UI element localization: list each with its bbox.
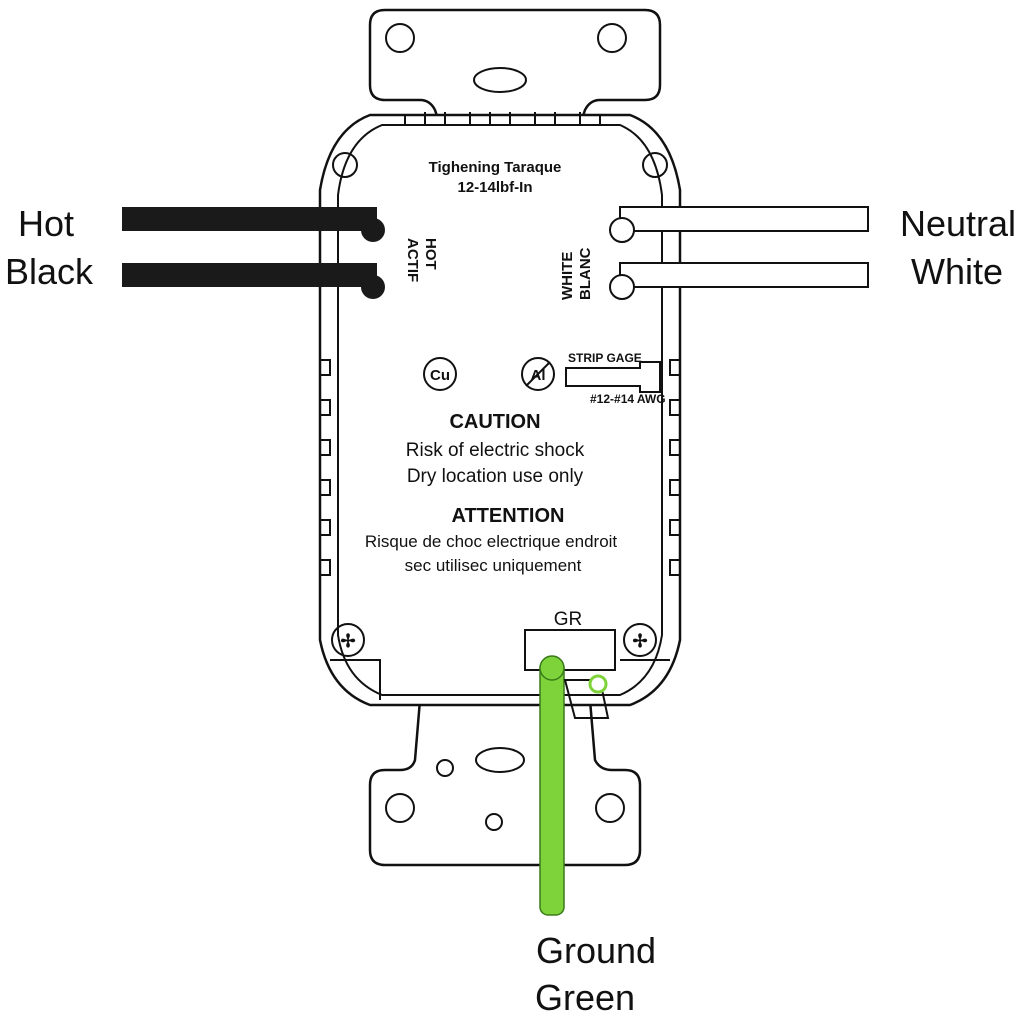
- ground-label-line-2: Green: [535, 977, 635, 1016]
- hot-wire-upper-end: [361, 218, 385, 242]
- corner-clip-icon-right: ✢: [632, 631, 647, 651]
- caution-line-1: Risk of electric shock: [406, 440, 585, 461]
- bottom-mounting-strap: [368, 698, 642, 867]
- corner-clip-icon-left: ✢: [340, 631, 355, 651]
- attention-line-2: sec utilisec uniquement: [405, 556, 582, 575]
- hot-wire-lower: [122, 263, 377, 287]
- attention-title: ATTENTION: [452, 505, 565, 527]
- ground-terminal-label: GR: [554, 609, 583, 630]
- neutral-label-line-2: White: [911, 251, 1003, 292]
- neutral-terminal-label-2: BLANC: [577, 247, 594, 300]
- receptacle-body: ✢ ✢: [318, 112, 682, 707]
- ground-screw-icon: [588, 674, 608, 694]
- hot-terminal-label-2: ACTIF: [404, 238, 421, 282]
- caution-title: CAUTION: [449, 411, 540, 433]
- attention-line-1: Risque de choc electrique endroit: [365, 532, 618, 551]
- strip-gage-icon: [565, 361, 661, 393]
- aluminum-symbol-text: Al: [531, 367, 546, 384]
- ground-wire-end: [539, 655, 565, 681]
- neutral-wire-upper: [619, 206, 869, 232]
- neutral-terminal-label-1: WHITE: [559, 252, 576, 300]
- ground-wire-body: [539, 659, 565, 916]
- neutral-wire-lower-end: [609, 274, 635, 300]
- neutral-wire-lower: [619, 262, 869, 288]
- ground-label-line-1: Ground: [536, 930, 656, 971]
- hot-wires: [122, 207, 385, 299]
- hot-label-line-2: Black: [5, 251, 94, 292]
- hot-wire-lower-end: [361, 275, 385, 299]
- neutral-wire-upper-end: [609, 217, 635, 243]
- strip-gage-label: STRIP GAGE: [568, 351, 642, 365]
- top-mounting-strap: [368, 8, 662, 127]
- copper-symbol-icon: [423, 357, 457, 391]
- neutral-wires: [609, 206, 869, 300]
- hot-terminal-label-1: HOT: [422, 238, 439, 270]
- ground-wire: [539, 655, 610, 916]
- neutral-label-line-1: Neutral: [900, 203, 1016, 244]
- torque-line-1: Tighening Taraque: [429, 159, 562, 176]
- hot-wire-upper: [122, 207, 377, 231]
- copper-symbol-text: Cu: [430, 367, 450, 384]
- awg-label: #12-#14 AWG: [590, 392, 666, 406]
- torque-line-2: 12-14lbf-In: [457, 179, 532, 196]
- hot-label-line-1: Hot: [18, 203, 74, 244]
- caution-line-2: Dry location use only: [407, 466, 584, 487]
